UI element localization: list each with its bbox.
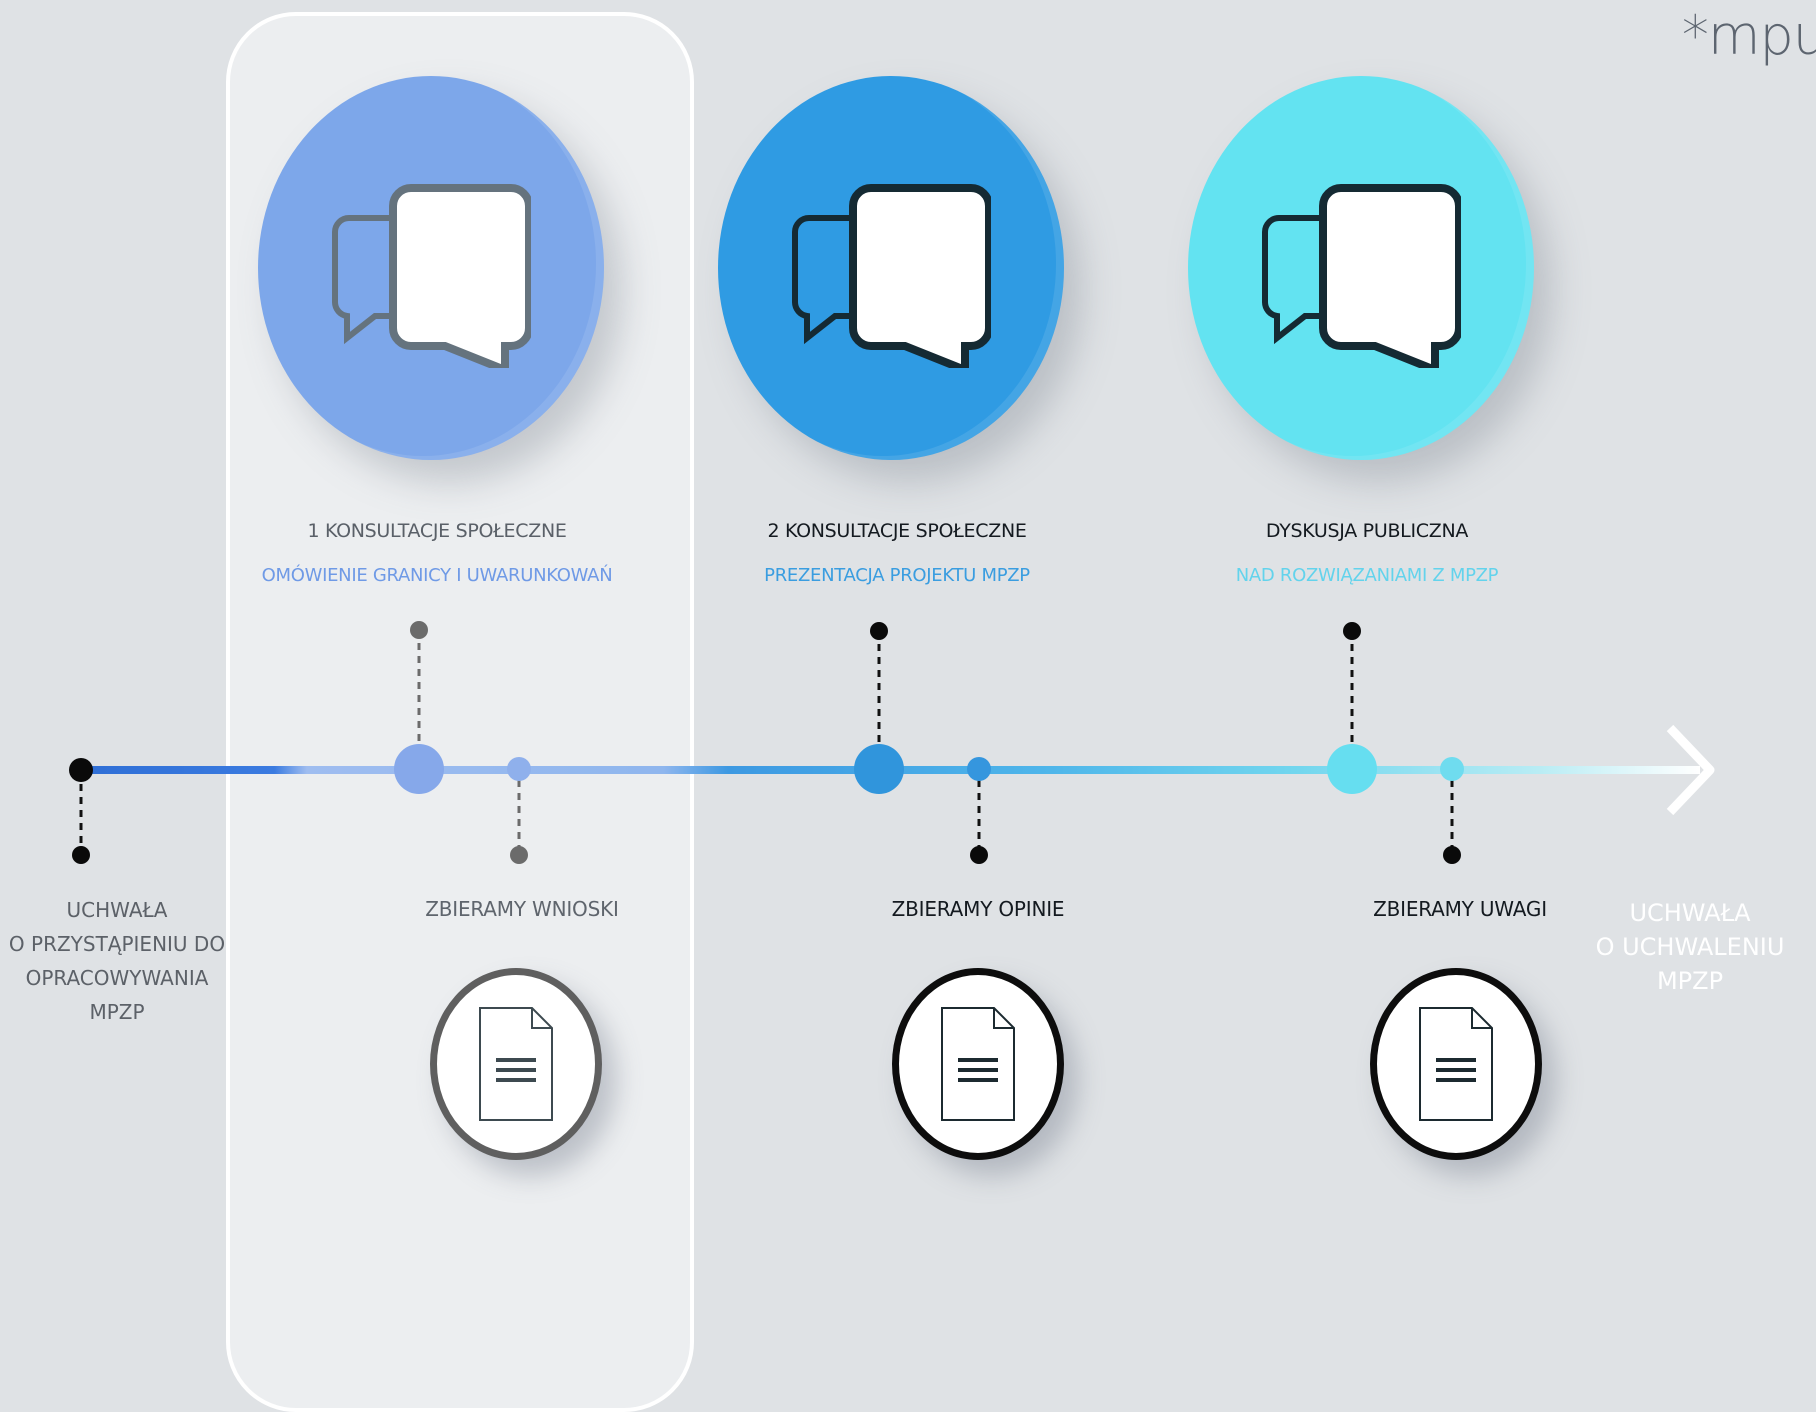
speech-bubbles-icon [331, 184, 531, 368]
end-label-line: UCHWAŁA [1629, 899, 1751, 927]
document-icon [1419, 1007, 1493, 1121]
stage-2-collect-label: ZBIERAMY OPINIE [891, 897, 1065, 921]
stage-2-small-marker [967, 757, 991, 781]
start-label: UCHWAŁA O PRZYSTĄPIENIU DO OPRACOWYWANIA… [0, 893, 234, 1029]
stage-3-small-marker [1440, 757, 1464, 781]
stage-2-title: 2 KONSULTACJE SPOŁECZNE [767, 520, 1027, 542]
stage-1-icon-circle [258, 76, 604, 460]
stage-3-main-marker [1327, 744, 1377, 794]
speech-bubbles-icon [1261, 184, 1461, 368]
stage-1-top-dot [410, 621, 428, 639]
stage-3-icon-circle [1188, 76, 1534, 460]
stage-2-top-dot [870, 622, 888, 640]
speech-bubbles-icon [791, 184, 991, 368]
stage-1-document-circle [430, 968, 602, 1160]
start-label-line: MPZP [89, 1000, 145, 1024]
start-label-line: UCHWAŁA [66, 898, 168, 922]
stage-3-collect-label: ZBIERAMY UWAGI [1373, 897, 1547, 921]
start-connector-dot [72, 846, 90, 864]
stage-2-main-marker [854, 744, 904, 794]
start-label-line: OPRACOWYWANIA [25, 966, 209, 990]
stage-3-bottom-dot [1443, 846, 1461, 864]
stage-2-icon-circle [718, 76, 1064, 460]
logo: *mpu [1681, 4, 1816, 67]
stage-1-small-marker [507, 757, 531, 781]
start-marker [69, 758, 93, 782]
stage-1-title: 1 KONSULTACJE SPOŁECZNE [307, 520, 567, 542]
document-icon [479, 1007, 553, 1121]
document-icon [941, 1007, 1015, 1121]
end-label-line: MPZP [1656, 967, 1724, 995]
stage-3-subtitle: NAD ROZWIĄZANIAMI Z MPZP [1235, 565, 1499, 586]
start-label-line: O PRZYSTĄPIENIU DO [8, 932, 226, 956]
stage-2-document-circle [892, 968, 1064, 1160]
stage-3-top-dot [1343, 622, 1361, 640]
end-label-line: O UCHWALENIU [1595, 933, 1785, 961]
stage-2-subtitle: PREZENTACJA PROJEKTU MPZP [764, 565, 1030, 586]
timeline-arrow-icon [1666, 724, 1715, 816]
stage-1-subtitle: OMÓWIENIE GRANICY I UWARUNKOWAŃ [261, 565, 613, 586]
stage-1-collect-label: ZBIERAMY WNIOSKI [425, 897, 619, 921]
end-label: UCHWAŁA O UCHWALENIU MPZP [1570, 896, 1810, 998]
stage-3-title: DYSKUSJA PUBLICZNA [1265, 520, 1469, 542]
stage-1-main-marker [394, 744, 444, 794]
stage-3-document-circle [1370, 968, 1542, 1160]
stage-1-bottom-dot [510, 846, 528, 864]
stage-2-bottom-dot [970, 846, 988, 864]
